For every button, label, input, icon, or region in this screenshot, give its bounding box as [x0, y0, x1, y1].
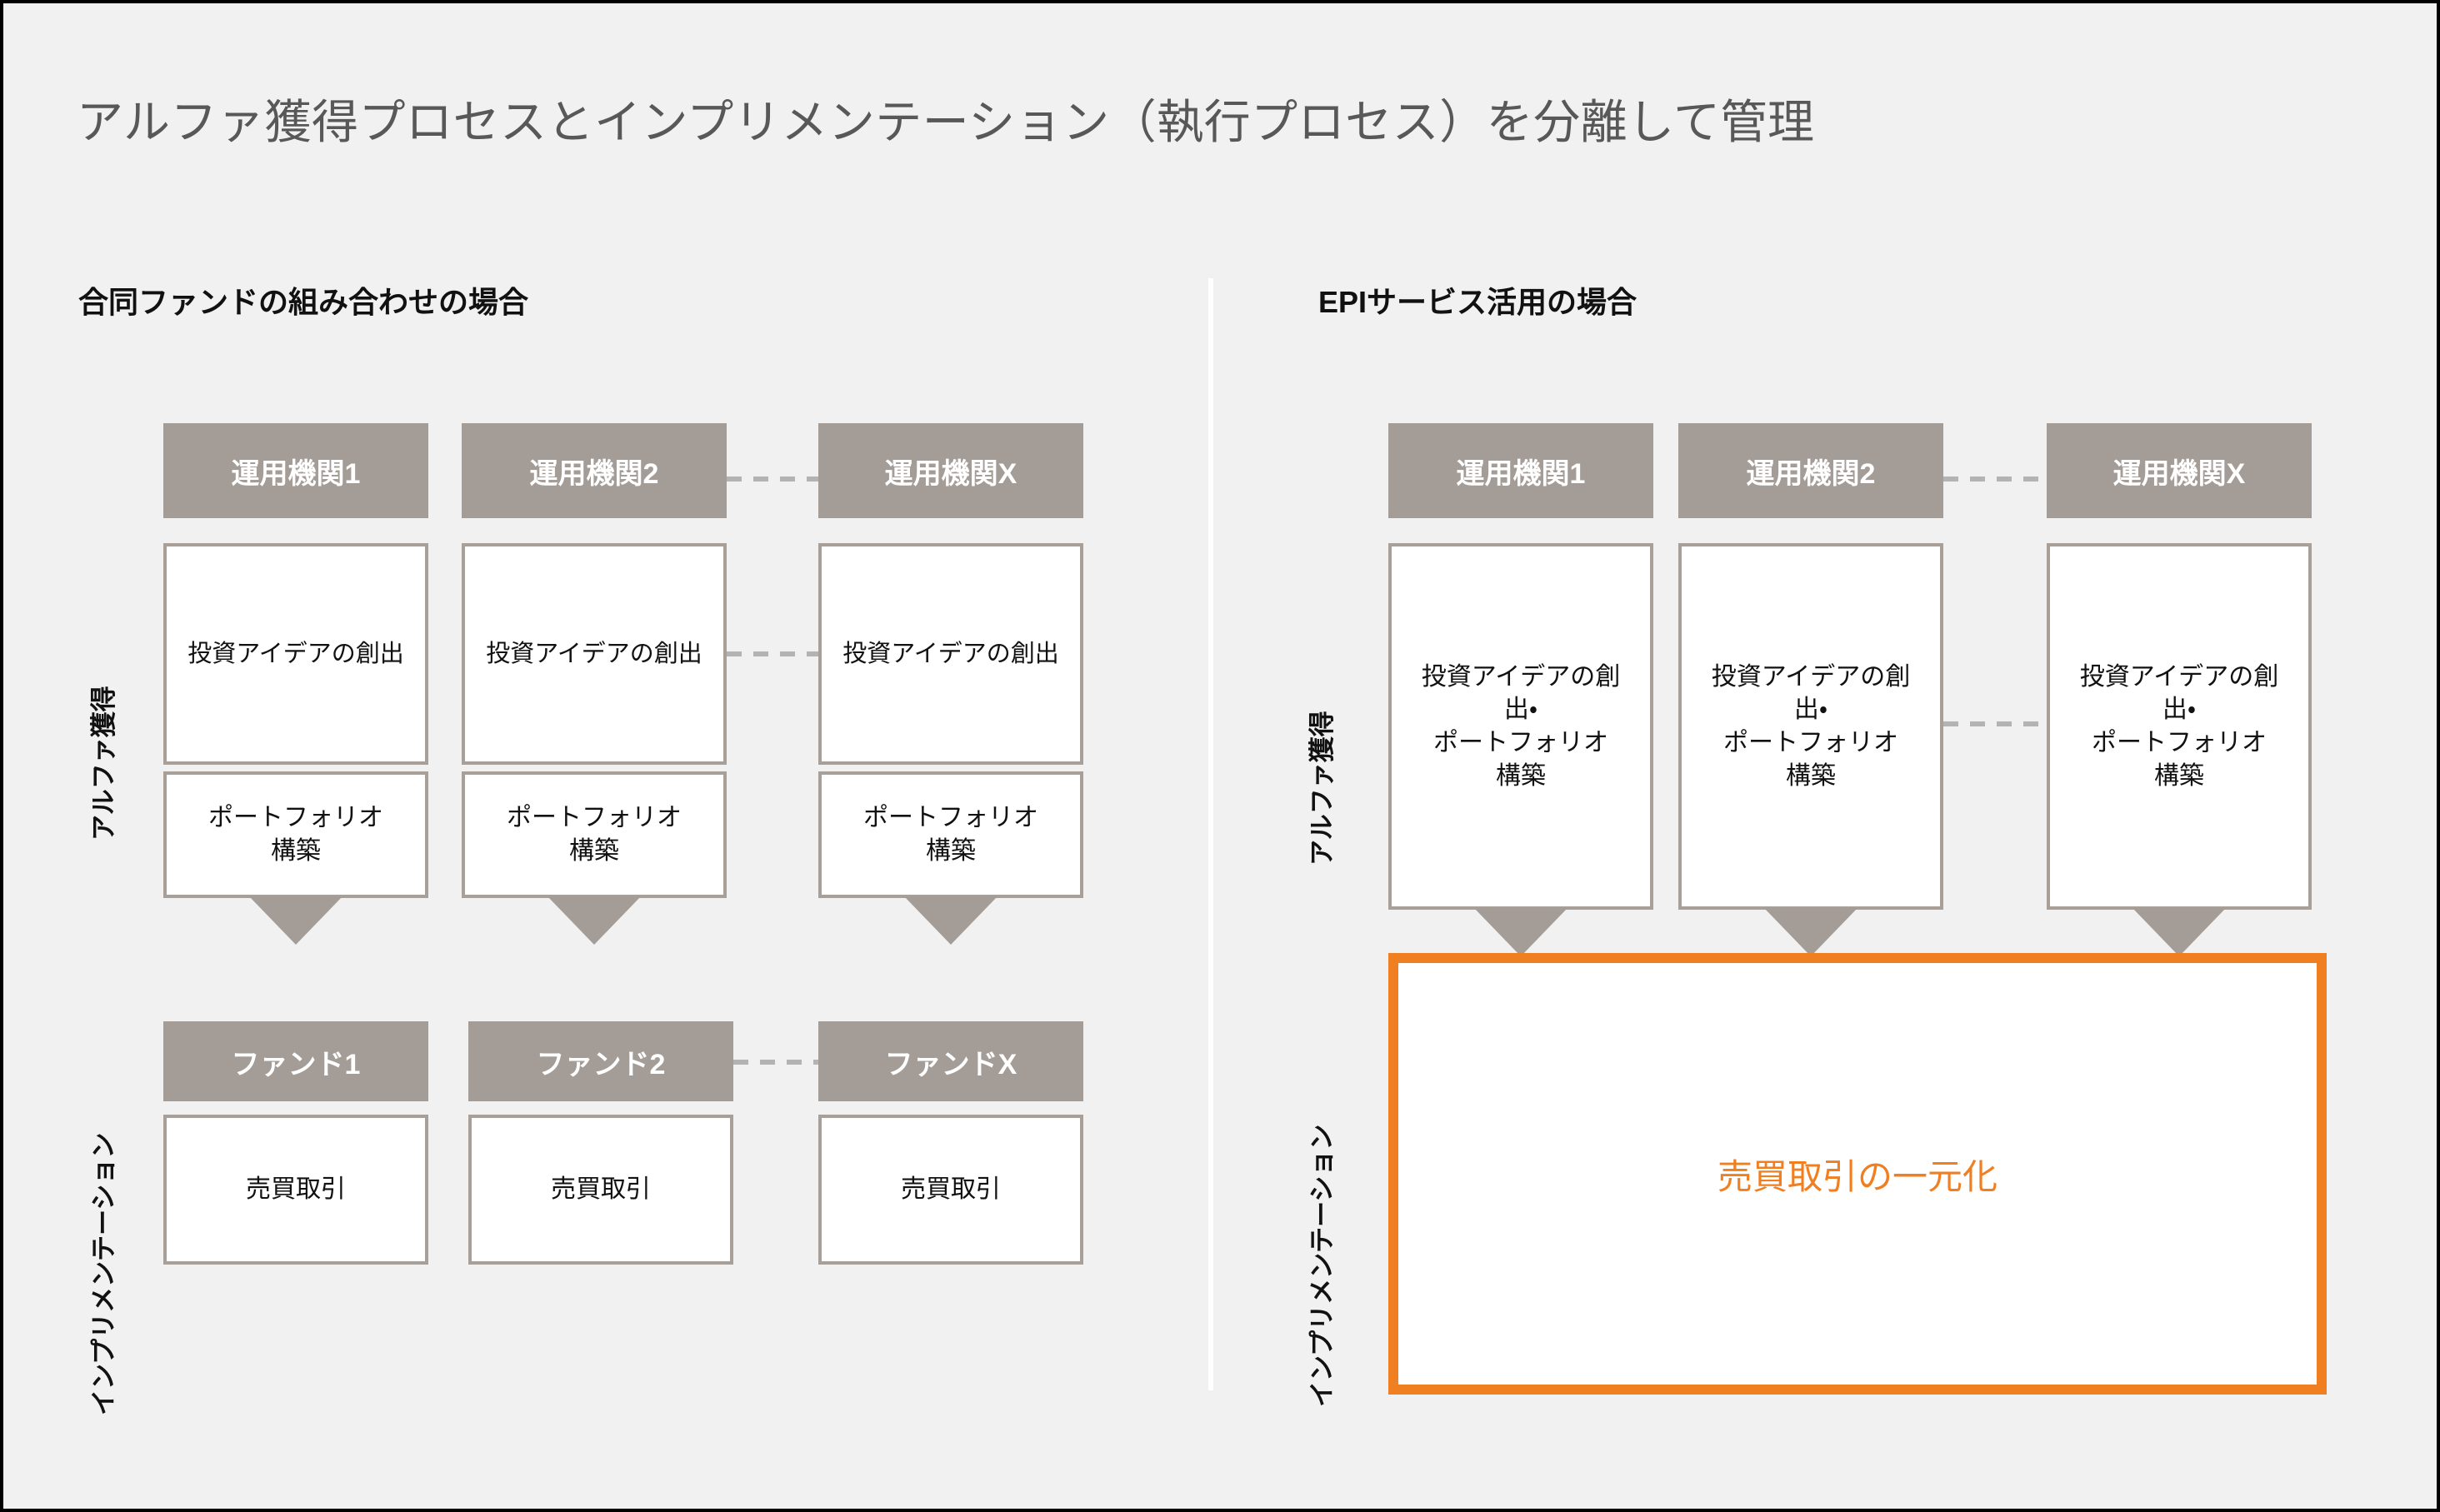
- left-portfolio-box-2[interactable]: ポートフォリオ 構築: [462, 771, 727, 898]
- right-dash-link-header: [1943, 477, 2047, 482]
- left-portfolio-box-1[interactable]: ポートフォリオ 構築: [163, 771, 428, 898]
- right-down-arrow-1: [1474, 908, 1568, 956]
- page-title: アルファ獲得プロセスとインプリメンテーション（執行プロセス）を分離して管理: [77, 96, 1815, 148]
- left-down-arrow-1: [249, 896, 342, 945]
- left-dash-link-fund: [733, 1060, 818, 1065]
- left-idea-box-1[interactable]: 投資アイデアの創出: [163, 543, 428, 765]
- left-idea-box-x[interactable]: 投資アイデアの創出: [818, 543, 1083, 765]
- left-side-label-implementation: インプリメンテーション: [89, 1132, 118, 1415]
- left-panel-heading: 合同ファンドの組み合わせの場合: [78, 285, 529, 319]
- left-fund-body-x[interactable]: 売買取引: [818, 1115, 1083, 1265]
- right-down-arrow-x: [2132, 908, 2226, 956]
- left-fund-body-1[interactable]: 売買取引: [163, 1115, 428, 1265]
- unified-trading-label: 売買取引の一元化: [1717, 1156, 1998, 1196]
- left-fund-header-2[interactable]: ファンド2: [468, 1021, 733, 1101]
- right-combined-box-x[interactable]: 投資アイデアの創 出・ ポートフォリオ 構築: [2047, 543, 2312, 910]
- left-fund-header-1[interactable]: ファンド1: [163, 1021, 428, 1101]
- right-side-label-alpha: アルファ獲得: [1308, 711, 1337, 866]
- right-combined-box-1[interactable]: 投資アイデアの創 出・ ポートフォリオ 構築: [1388, 543, 1653, 910]
- right-side-label-implementation: インプリメンテーション: [1308, 1124, 1337, 1407]
- right-down-arrow-2: [1764, 908, 1858, 956]
- left-manager-header-1[interactable]: 運用機関1: [163, 423, 428, 518]
- unified-trading-box[interactable]: 売買取引の一元化: [1388, 953, 2327, 1395]
- left-down-arrow-2: [548, 896, 641, 945]
- left-fund-body-2[interactable]: 売買取引: [468, 1115, 733, 1265]
- left-down-arrow-x: [904, 896, 998, 945]
- left-dash-link-header: [727, 477, 818, 482]
- left-portfolio-box-x[interactable]: ポートフォリオ 構築: [818, 771, 1083, 898]
- right-manager-header-1[interactable]: 運用機関1: [1388, 423, 1653, 518]
- left-manager-header-2[interactable]: 運用機関2: [462, 423, 727, 518]
- right-combined-box-2[interactable]: 投資アイデアの創 出・ ポートフォリオ 構築: [1678, 543, 1943, 910]
- right-manager-header-x[interactable]: 運用機関X: [2047, 423, 2312, 518]
- left-dash-link-idea: [727, 651, 818, 656]
- right-dash-link-combined: [1943, 721, 2047, 726]
- left-idea-box-2[interactable]: 投資アイデアの創出: [462, 543, 727, 765]
- left-fund-header-x[interactable]: ファンドX: [818, 1021, 1083, 1101]
- right-manager-header-2[interactable]: 運用機関2: [1678, 423, 1943, 518]
- left-side-label-alpha: アルファ獲得: [89, 686, 118, 841]
- left-manager-header-x[interactable]: 運用機関X: [818, 423, 1083, 518]
- right-panel-heading: EPIサービス活用の場合: [1318, 285, 1638, 319]
- panel-divider: [1208, 278, 1213, 1390]
